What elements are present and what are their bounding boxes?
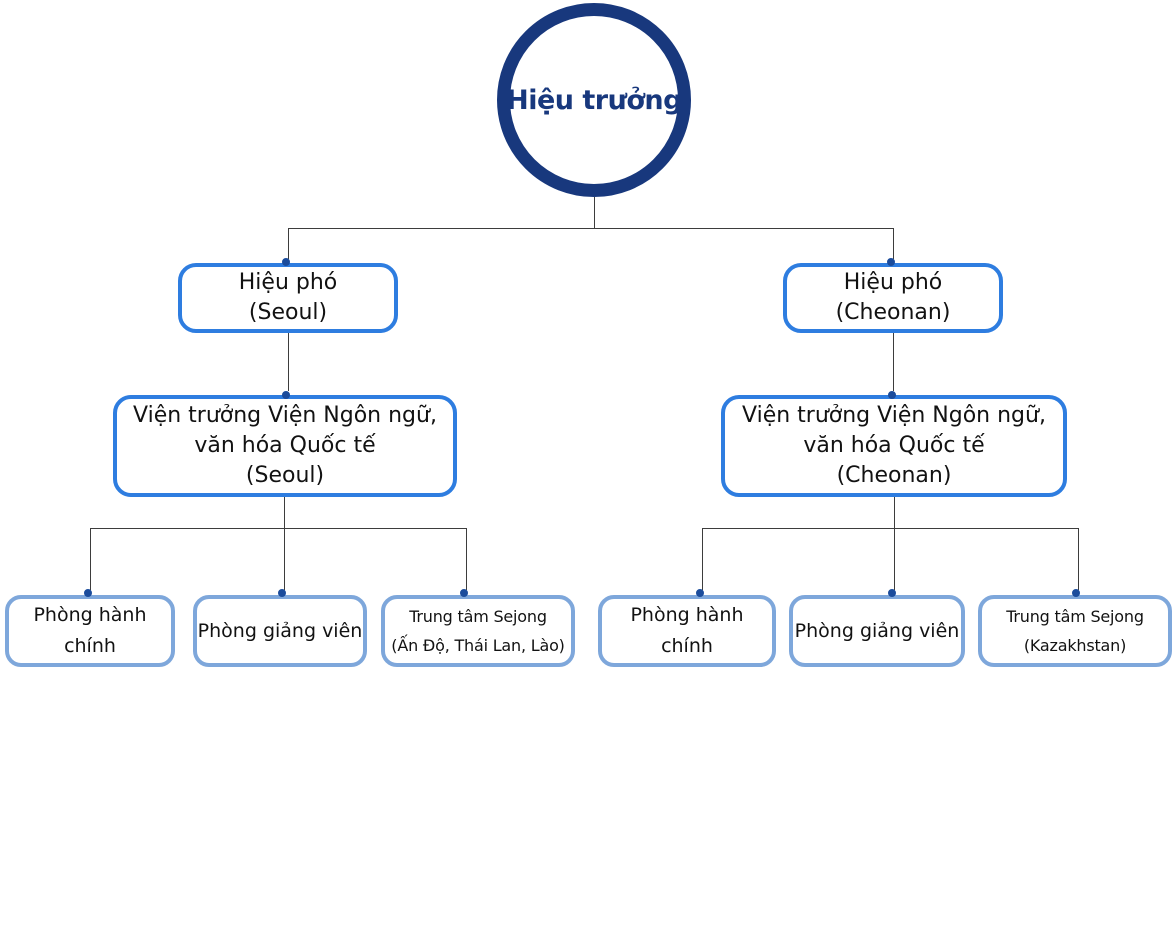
node-label-line: văn hóa Quốc tế bbox=[803, 433, 985, 458]
node-label-line: Trung tâm Sejong bbox=[409, 607, 547, 626]
connector-line bbox=[466, 529, 467, 590]
connector-line bbox=[288, 333, 289, 391]
node-label-line: văn hóa Quốc tế bbox=[194, 433, 376, 458]
node-label-line: (Seoul) bbox=[248, 300, 328, 325]
connector-dot bbox=[281, 390, 290, 399]
node-label-line: Viện trưởng Viện Ngôn ngữ, bbox=[742, 403, 1046, 428]
node-label-line: Hiệu phó bbox=[238, 270, 338, 295]
node-label-line: Phòng giảng viên bbox=[794, 619, 960, 642]
node-dept-faculty-seoul: Phòng giảng viên bbox=[193, 595, 367, 667]
node-principal: Hiệu trưởng bbox=[497, 3, 691, 197]
connector-dot bbox=[887, 588, 896, 597]
connector-line bbox=[893, 333, 894, 391]
node-label-line: Hiệu phó bbox=[843, 270, 943, 295]
connector-dot bbox=[886, 257, 895, 266]
node-dept-faculty-cheonan: Phòng giảng viên bbox=[789, 595, 965, 667]
node-vice-principal-cheonan: Hiệu phó (Cheonan) bbox=[783, 263, 1003, 333]
connector-line bbox=[288, 228, 894, 229]
connector-dot bbox=[459, 588, 468, 597]
connector-line bbox=[702, 529, 703, 590]
node-dept-admin-cheonan: Phòng hành chính bbox=[598, 595, 776, 667]
connector-line bbox=[894, 497, 895, 590]
connector-dot bbox=[887, 390, 896, 399]
node-label-line: chính bbox=[64, 635, 116, 657]
connector-line bbox=[702, 528, 1079, 529]
connector-line bbox=[594, 197, 595, 228]
connector-dot bbox=[83, 588, 92, 597]
node-principal-label: Hiệu trưởng bbox=[506, 84, 682, 116]
connector-line bbox=[893, 229, 894, 259]
node-label-line: Viện trưởng Viện Ngôn ngữ, bbox=[133, 403, 437, 428]
connector-dot bbox=[281, 257, 290, 266]
connector-line bbox=[288, 229, 289, 259]
node-label-line: Phòng hành bbox=[33, 604, 147, 626]
node-label-line: (Ấn Độ, Thái Lan, Lào) bbox=[391, 636, 565, 655]
node-label-line: Trung tâm Sejong bbox=[1006, 607, 1144, 626]
connector-dot bbox=[1071, 588, 1080, 597]
node-director-seoul: Viện trưởng Viện Ngôn ngữ, văn hóa Quốc … bbox=[113, 395, 457, 497]
node-dept-sejong-center-seoul: Trung tâm Sejong (Ấn Độ, Thái Lan, Lào) bbox=[381, 595, 575, 667]
node-dept-admin-seoul: Phòng hành chính bbox=[5, 595, 175, 667]
connector-line bbox=[284, 497, 285, 590]
node-label-line: (Kazakhstan) bbox=[1023, 636, 1127, 655]
node-label-line: (Cheonan) bbox=[836, 463, 952, 488]
node-label-line: (Seoul) bbox=[245, 463, 325, 488]
connector-line bbox=[1078, 529, 1079, 590]
node-label-line: (Cheonan) bbox=[835, 300, 951, 325]
node-label-line: chính bbox=[661, 635, 713, 657]
connector-line bbox=[90, 529, 91, 590]
node-vice-principal-seoul: Hiệu phó (Seoul) bbox=[178, 263, 398, 333]
node-dept-sejong-center-cheonan: Trung tâm Sejong (Kazakhstan) bbox=[978, 595, 1172, 667]
node-director-cheonan: Viện trưởng Viện Ngôn ngữ, văn hóa Quốc … bbox=[721, 395, 1067, 497]
connector-dot bbox=[277, 588, 286, 597]
connector-line bbox=[90, 528, 467, 529]
node-label-line: Phòng giảng viên bbox=[197, 619, 363, 642]
node-label-line: Phòng hành bbox=[630, 604, 744, 626]
connector-dot bbox=[695, 588, 704, 597]
